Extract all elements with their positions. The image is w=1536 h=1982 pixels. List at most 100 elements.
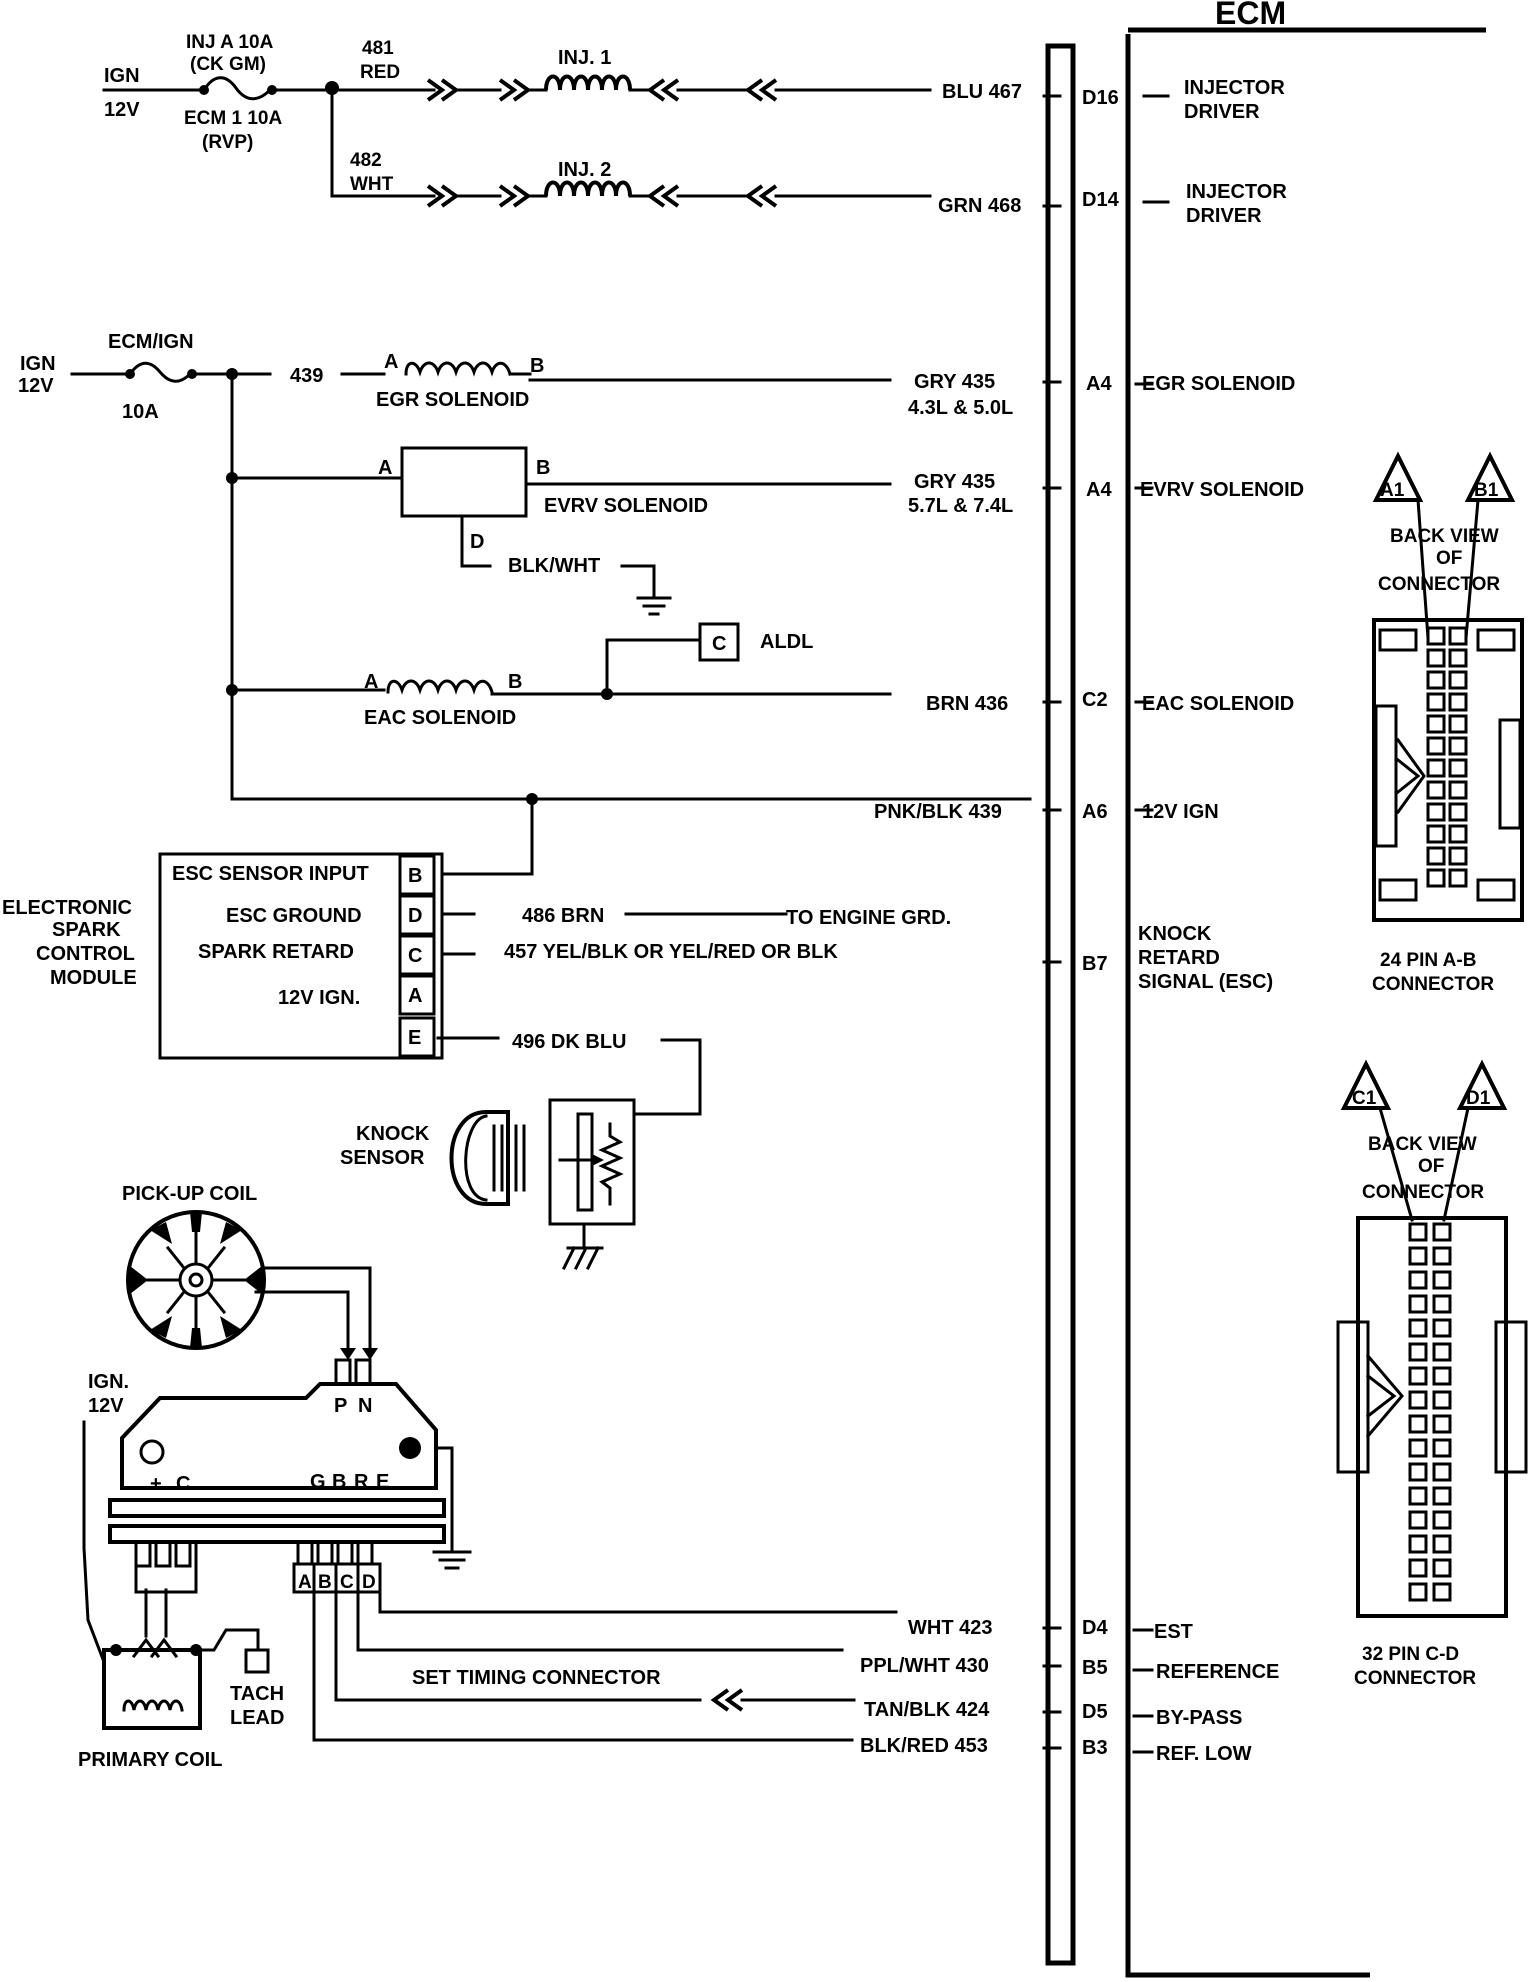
connector-cavity (1408, 1462, 1428, 1482)
egr-pin-a: A (384, 351, 398, 373)
connector-cavity (1432, 1414, 1452, 1434)
esc-module-title-4: MODULE (50, 967, 137, 989)
connector-cavity (1426, 626, 1446, 646)
connector-cavity (1426, 824, 1446, 844)
wire-481-num: 481 (362, 38, 394, 59)
connector-cavity (1448, 714, 1468, 734)
connector-cavity (1432, 1246, 1452, 1266)
aldl-pin-label: C (712, 633, 726, 655)
evrv-solenoid-label: EVRV SOLENOID (544, 495, 708, 517)
evrv-pin-b: B (536, 457, 550, 479)
egr-solenoid-label: EGR SOLENOID (376, 389, 529, 411)
eac-solenoid-label: EAC SOLENOID (364, 707, 516, 729)
ab-view-2: OF (1436, 548, 1462, 569)
connector-cavity (1432, 1438, 1452, 1458)
wire-label-line2: 5.7L & 7.4L (908, 495, 1013, 517)
connector-cavity (1426, 846, 1446, 866)
ecm-pin-function: BY-PASS (1156, 1707, 1242, 1729)
connector-cavity (1448, 758, 1468, 778)
connector-cavity (1448, 802, 1468, 822)
ecm-block: ECM (1045, 0, 1486, 1978)
harness-a: A (298, 1572, 312, 1593)
knock-sensor-label-1: KNOCK (356, 1123, 430, 1145)
set-timing-connector: SET TIMING CONNECTOR (412, 1667, 661, 1689)
ab-view-1: BACK VIEW (1390, 526, 1499, 547)
connector-cavity (1448, 868, 1468, 888)
esc-module-title-2: SPARK (52, 919, 121, 941)
connector-cavity (1432, 1390, 1452, 1410)
connector-cavity (1426, 736, 1446, 756)
ecm-pin-function: EST (1154, 1621, 1193, 1643)
aldl-pin-box (698, 622, 740, 662)
connector-cavity (1426, 692, 1446, 712)
module-ign-1: IGN. (88, 1371, 129, 1393)
esc-row-label: 12V IGN. (278, 987, 360, 1009)
cd-name-2: CONNECTOR (1354, 1668, 1476, 1689)
inj-fuse-top-1: INJ A 10A (186, 32, 274, 53)
inj-ign-voltage: 12V (104, 99, 140, 121)
harness-b: B (318, 1572, 332, 1593)
terminal-g: G (310, 1471, 326, 1493)
primary-coil-label: PRIMARY COIL (78, 1749, 222, 1771)
ecm-pin-function: REF. LOW (1156, 1743, 1252, 1765)
tri-c1: C1 (1352, 1088, 1377, 1109)
ecm-pin-function: INJECTOR (1186, 181, 1287, 203)
wire-482-num: 482 (350, 150, 382, 171)
connector-cavity (1408, 1486, 1428, 1506)
injector-1-label: INJ. 1 (558, 47, 611, 69)
connector-cavity (1432, 1534, 1452, 1554)
ecm-pin: A4 (1086, 373, 1112, 395)
cd-view-3: CONNECTOR (1362, 1182, 1484, 1203)
terminal-e: E (376, 1471, 389, 1493)
evrv-solenoid-box (400, 446, 528, 518)
connector-cavity (1408, 1294, 1428, 1314)
ecm-pin-function: EVRV SOLENOID (1140, 479, 1304, 501)
ecm-pin: A6 (1082, 801, 1108, 823)
connector-cavity (1408, 1318, 1428, 1338)
wire-label-line2: 4.3L & 5.0L (908, 397, 1013, 419)
egr-pin-b: B (530, 355, 544, 377)
connector-cavity (1408, 1510, 1428, 1530)
ecm-pin: A4 (1086, 479, 1112, 501)
connector-24-pin: A1 B1 BACK VIEW OF CONNECTOR 24 PIN A-B … (1372, 451, 1524, 995)
esc-row-pin: C (408, 945, 422, 967)
solenoid-circuit: IGN 12V ECM/IGN 10A 439 A B EGR SOLENOID… (18, 331, 1032, 876)
wire-label: PNK/BLK 439 (874, 801, 1002, 823)
tach-lead-2: LEAD (230, 1707, 284, 1729)
wire-label: BLU 467 (942, 81, 1022, 103)
inj-ign-label: IGN (104, 65, 140, 87)
terminal-b: B (332, 1471, 346, 1493)
connector-cavity (1408, 1534, 1428, 1554)
connector-cavity (1408, 1582, 1428, 1602)
ecm-pin: D5 (1082, 1701, 1108, 1723)
ecm-pin-function: REFERENCE (1156, 1661, 1279, 1683)
ecm-pin-function-line2: DRIVER (1184, 101, 1260, 123)
ab-cavities (1426, 626, 1468, 888)
inj-fuse-bot-1: ECM 1 10A (184, 108, 282, 129)
terminal-c: C (176, 1473, 190, 1495)
wire-486-label: 486 BRN (522, 905, 604, 927)
injector-circuit: IGN 12V INJ A 10A (CK GM) ECM 1 10A (RVP… (102, 32, 932, 208)
cd-cavities (1408, 1222, 1452, 1602)
ecm-pin-function-line2: RETARD (1138, 947, 1220, 969)
wire-label: GRY 435 (914, 471, 995, 493)
connector-cavity (1432, 1462, 1452, 1482)
connector-cavity (1432, 1366, 1452, 1386)
esc-row-label: ESC SENSOR INPUT (172, 863, 369, 885)
connector-cavity (1432, 1270, 1452, 1290)
evrv-pin-d: D (470, 531, 484, 553)
esc-module-title-3: CONTROL (36, 943, 135, 965)
ecm-pin: D16 (1082, 87, 1119, 109)
connector-cavity (1448, 626, 1468, 646)
esc-row-label: SPARK RETARD (198, 941, 354, 963)
ab-name-1: 24 PIN A-B (1380, 950, 1476, 971)
connector-cavity (1448, 846, 1468, 866)
cd-view-1: BACK VIEW (1368, 1134, 1477, 1155)
connector-cavity (1448, 648, 1468, 668)
ecm-pin-function: INJECTOR (1184, 77, 1285, 99)
ecm-pin: D14 (1082, 189, 1120, 211)
connector-cavity (1432, 1294, 1452, 1314)
ecm-pin: B5 (1082, 1657, 1108, 1679)
inj-splice (325, 81, 339, 95)
